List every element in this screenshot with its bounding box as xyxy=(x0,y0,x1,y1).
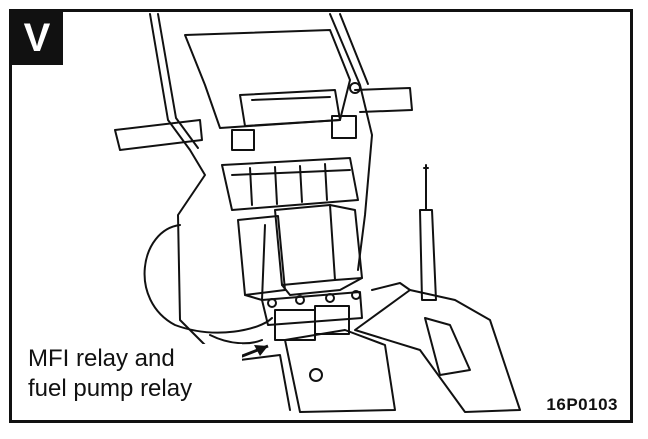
shift-lever xyxy=(419,164,437,301)
right-pillar xyxy=(329,13,373,271)
left-bracket xyxy=(114,119,203,151)
left-pillar xyxy=(149,13,206,346)
floor-console xyxy=(354,289,521,413)
right-bracket xyxy=(354,87,413,113)
view-badge: V xyxy=(11,11,63,65)
connector-block xyxy=(221,157,359,211)
lower-tunnel xyxy=(284,329,396,413)
callout-line-2: fuel pump relay xyxy=(28,375,193,402)
figure-frame xyxy=(9,9,633,423)
callout-line-1: MFI relay and xyxy=(28,345,175,372)
relay-group xyxy=(237,204,363,301)
figure-code: 16P0103 xyxy=(546,395,618,414)
relay-callout-label: MFI relay and fuel pump relay xyxy=(24,344,242,404)
wire-harness xyxy=(143,224,273,334)
